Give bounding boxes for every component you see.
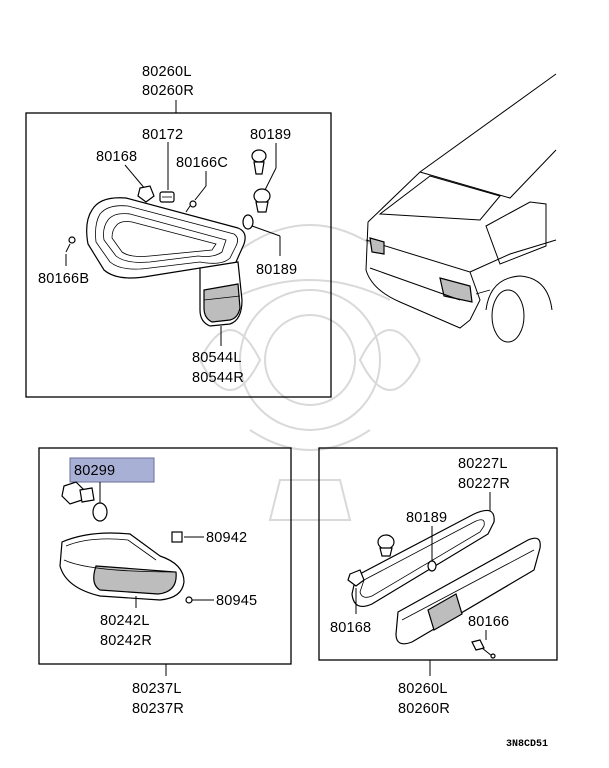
- label-80544r: 80544R: [192, 370, 244, 386]
- label-80237l: 80237L: [132, 681, 182, 697]
- label-80172: 80172: [142, 127, 183, 143]
- side-marker-80260: [395, 537, 541, 645]
- label-80260r: 80260R: [142, 83, 194, 99]
- bottom-left-box: 80299 80242L 80242R 80942 80945: [38, 447, 292, 717]
- gasket-80227: [351, 509, 495, 607]
- screw-80945: [185, 596, 198, 604]
- label-80260l: 80260L: [142, 64, 192, 80]
- highlight-80299: [69, 457, 155, 483]
- label-80189-top: 80189: [250, 127, 291, 143]
- label-80227l: 80227L: [458, 456, 508, 472]
- screw-80166b: [65, 236, 76, 253]
- label-80168-top: 80168: [96, 149, 137, 165]
- corner-lamp-80242: [59, 532, 185, 601]
- label-80942: 80942: [206, 530, 247, 546]
- screw-80166c: [185, 200, 197, 213]
- label-80945: 80945: [216, 593, 257, 609]
- label-80260l-bot: 80260L: [398, 681, 448, 697]
- clip-80172: [159, 191, 175, 203]
- label-80260r-bot: 80260R: [398, 701, 450, 717]
- bulb-socket-80189-b: [253, 188, 271, 213]
- label-80242r: 80242R: [100, 633, 152, 649]
- diagram-code: 3N8CD51: [506, 739, 548, 750]
- side-lens-80544: [199, 261, 243, 327]
- bottom-right-box: 80227L 80227R 80189 80168 80166: [318, 447, 558, 717]
- label-80544l: 80544L: [192, 350, 242, 366]
- clip-80942: [171, 531, 183, 543]
- watermark-emblem: [199, 224, 421, 521]
- label-80166c: 80166C: [176, 155, 228, 171]
- label-80237r: 80237R: [132, 701, 184, 717]
- van-illustration: [365, 73, 557, 343]
- label-80166-bot: 80166: [468, 614, 509, 630]
- label-80189-mid: 80189: [256, 262, 297, 278]
- socket-bulb-80299: [61, 481, 108, 522]
- top-assembly-box: 80260L 80260R 80544L 80544R 80172 80168: [25, 64, 332, 398]
- label-80227r: 80227R: [458, 476, 510, 492]
- label-80242l: 80242L: [100, 613, 150, 629]
- nut-80168-bot: [347, 569, 365, 587]
- label-80168-bot: 80168: [330, 620, 371, 636]
- label-80189-bot: 80189: [406, 510, 447, 526]
- label-80299: 80299: [74, 463, 115, 479]
- screw-80166-bot: [471, 639, 496, 659]
- label-80166b: 80166B: [38, 271, 89, 287]
- bulb-socket-80189-a: [251, 149, 267, 175]
- socket-80189-bot: [377, 534, 437, 572]
- nut-80168-top: [137, 185, 155, 203]
- bulb-80189-mid: [242, 214, 254, 230]
